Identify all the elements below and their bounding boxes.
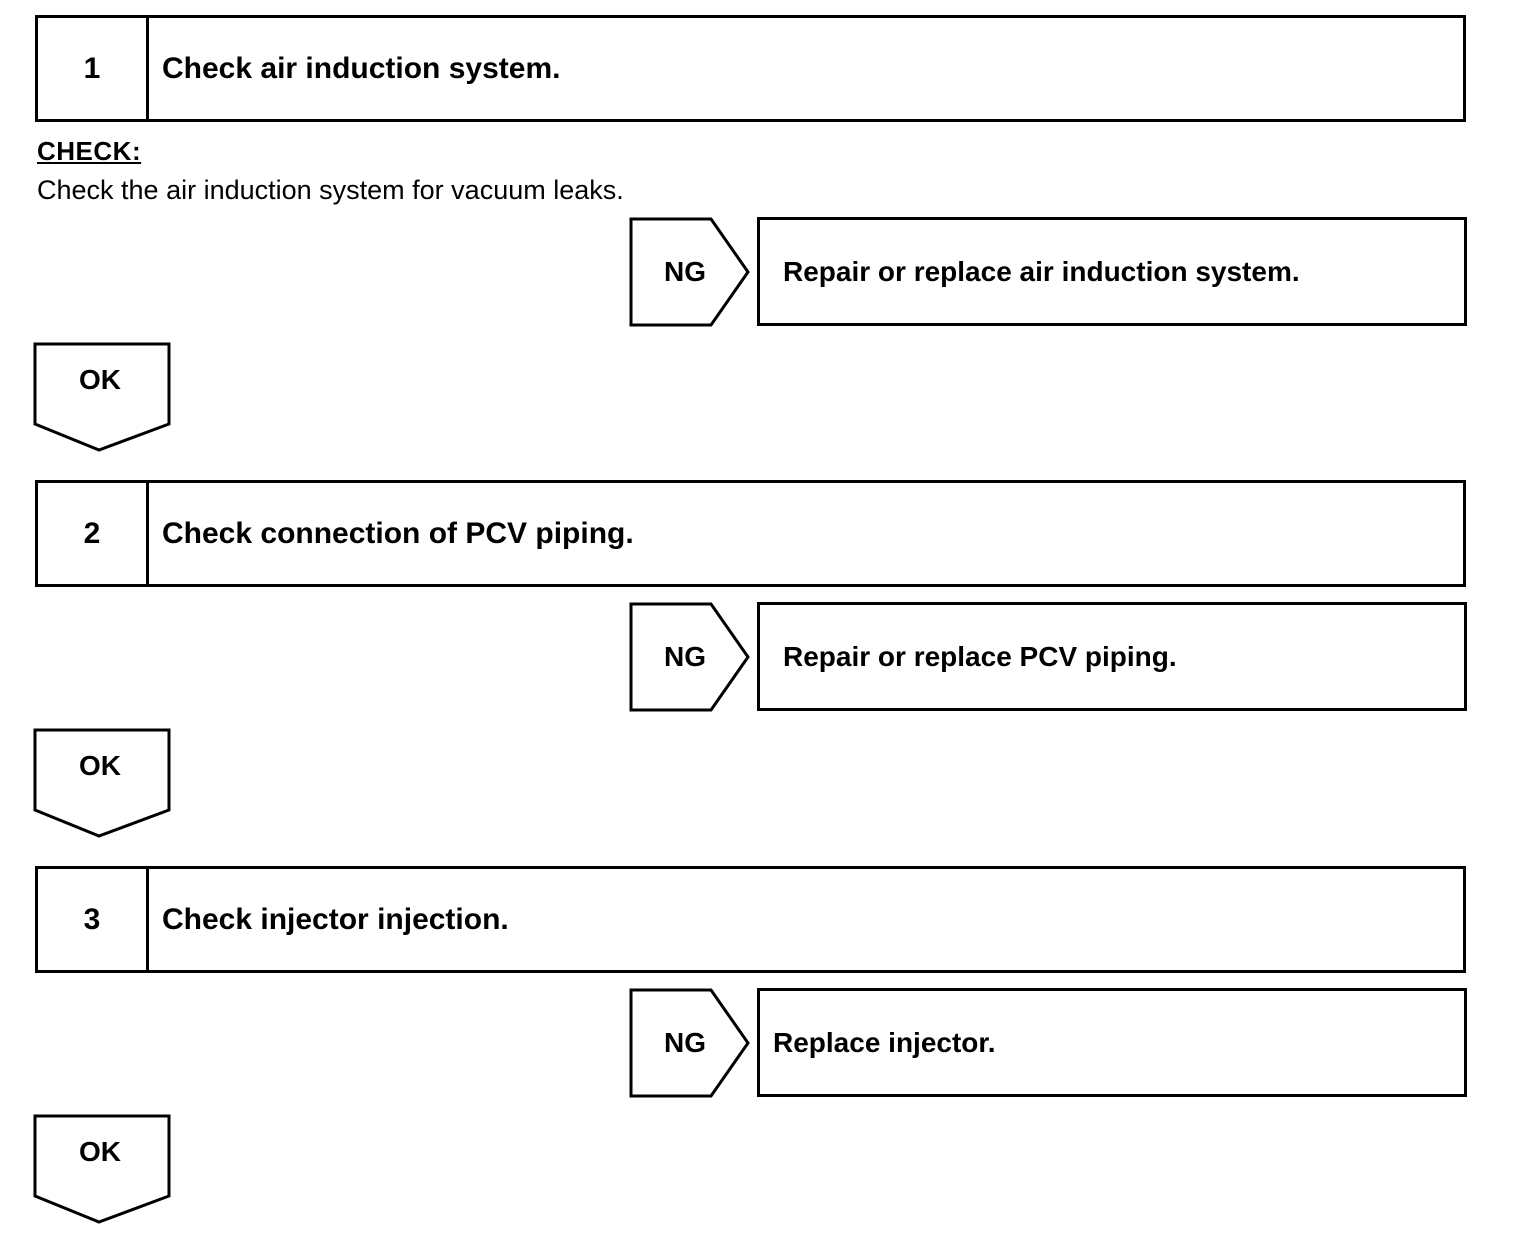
step-3-ng-action: Replace injector. [757,988,1467,1097]
step-3-ng-arrow: NG [629,988,753,1098]
step-1-ng-action: Repair or replace air induction system. [757,217,1467,326]
step-1-ng-arrow: NG [629,217,753,327]
step-3-ng-label: NG [664,1027,706,1058]
ng-arrow-shape-icon [629,217,750,327]
step-3-ok-label: OK [79,1136,121,1167]
step-2-ok-arrow: OK [33,728,173,840]
step-2-title: Check connection of PCV piping. [162,516,634,550]
ng-arrow-shape-icon [629,988,750,1098]
step-3-title: Check injector injection. [162,902,509,936]
step-1-ok-arrow: OK [33,342,173,454]
step-1-ng-label: NG [664,256,706,287]
ok-arrow-shape-icon [33,1114,171,1224]
ok-arrow-shape-icon [33,728,171,838]
step-2-number: 2 [38,483,149,584]
step-2-ng-label: NG [664,641,706,672]
step-1-box: 1 Check air induction system. [35,15,1466,122]
step-2-box: 2 Check connection of PCV piping. [35,480,1466,587]
step-3-ok-arrow: OK [33,1114,173,1226]
ok-arrow-shape-icon [33,342,171,452]
step-3-box: 3 Check injector injection. [35,866,1466,973]
check-label: CHECK: [37,136,142,166]
ng-arrow-shape-icon [629,602,750,712]
step-2-ng-arrow: NG [629,602,753,712]
step-1-number: 1 [38,18,149,119]
step-1-ok-label: OK [79,364,121,395]
check-text: Check the air induction system for vacuu… [37,175,624,205]
step-2-ok-label: OK [79,750,121,781]
step-2-ng-action: Repair or replace PCV piping. [757,602,1467,711]
step-3-number: 3 [38,869,149,970]
step-1-title: Check air induction system. [162,51,561,85]
